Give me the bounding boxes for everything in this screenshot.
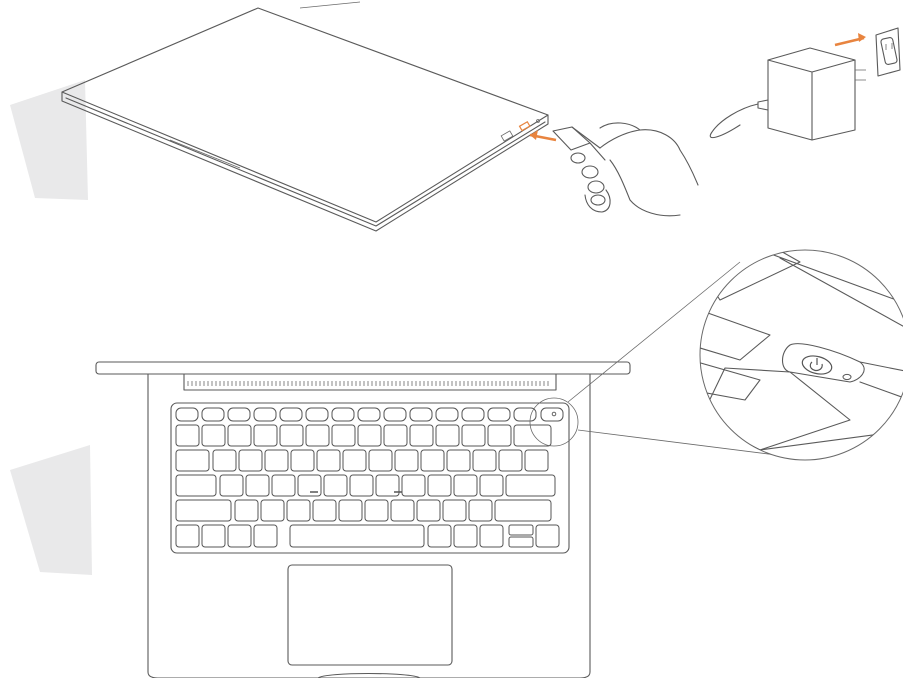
keyboard-key — [514, 408, 536, 421]
keyboard-key — [176, 475, 216, 496]
keyboard-key — [454, 525, 477, 547]
keyboard-key — [462, 408, 484, 421]
keyboard-key — [358, 425, 381, 446]
outlet-arrow-icon — [835, 33, 866, 45]
keyboard-key — [350, 475, 373, 496]
laptop-lid-edge — [96, 362, 630, 374]
keyboard-key — [410, 425, 433, 446]
keyboard-key — [332, 425, 355, 446]
keyboard-key — [443, 500, 466, 521]
keyboard-key — [488, 408, 510, 421]
vent-slots — [188, 381, 548, 386]
keyboard-key — [176, 500, 231, 521]
keyboard-key — [291, 450, 314, 471]
touchpad — [288, 565, 452, 665]
keyboard-key — [454, 475, 477, 496]
keyboard-key — [265, 450, 288, 471]
keyboard-key — [339, 500, 362, 521]
keyboard-key — [287, 500, 310, 521]
keyboard-key — [495, 500, 551, 521]
keyboard-key — [473, 450, 496, 471]
keyboard-key — [428, 525, 451, 547]
keyboard-key — [402, 475, 425, 496]
keyboard-key — [228, 525, 251, 547]
keyboard-key — [228, 408, 250, 421]
usb-c-plug-in-hand — [553, 123, 698, 216]
lid-notch — [318, 674, 420, 678]
keyboard-key — [176, 408, 198, 421]
keyboard-key — [313, 500, 336, 521]
power-button-zoom — [690, 245, 903, 470]
keyboard-key — [480, 525, 503, 547]
keyboard-key — [254, 408, 276, 421]
keyboard-key — [176, 450, 209, 471]
keyboard-key — [176, 525, 199, 547]
keyboard-key — [369, 450, 392, 471]
laptop-closed-side-view — [62, 2, 548, 231]
keyboard-key — [391, 500, 414, 521]
keyboard-key — [509, 537, 533, 547]
keyboard-key — [280, 425, 303, 446]
keyboard-key — [417, 500, 440, 521]
keyboard-key — [280, 408, 302, 421]
keyboard-key — [469, 500, 492, 521]
keyboard-key — [428, 475, 451, 496]
keyboard-key — [376, 475, 399, 496]
keyboard-key — [332, 408, 354, 421]
keyboard-key — [306, 425, 329, 446]
plug-arrow-icon — [530, 130, 556, 140]
laptop-open-top-view — [96, 362, 630, 678]
keyboard-key — [384, 425, 407, 446]
keyboard-key — [525, 450, 548, 471]
keyboard-key — [202, 525, 225, 547]
keyboard-key — [514, 425, 551, 446]
keyboard-key — [220, 475, 243, 496]
wall-outlet — [876, 28, 900, 76]
keyboard-key — [343, 450, 366, 471]
keyboard-key — [306, 408, 328, 421]
keyboard-key — [202, 425, 225, 446]
keyboard-key — [317, 450, 340, 471]
keyboard-key — [365, 500, 388, 521]
keyboard-keys — [176, 408, 559, 547]
keyboard-key — [509, 525, 533, 535]
keyboard-key — [410, 408, 432, 421]
keyboard-key — [384, 408, 406, 421]
keyboard-key — [421, 450, 444, 471]
keyboard-key — [358, 408, 380, 421]
keyboard-key — [246, 475, 269, 496]
keyboard-key — [324, 475, 347, 496]
keyboard-key — [290, 525, 424, 547]
keyboard-key — [254, 525, 277, 547]
keyboard-key — [298, 475, 321, 496]
keyboard-key — [395, 450, 418, 471]
power-adapter — [710, 48, 866, 140]
keyboard-key — [436, 425, 459, 446]
keyboard-key — [480, 475, 503, 496]
keyboard-key — [254, 425, 277, 446]
keyboard-key — [235, 500, 258, 521]
keyboard-key — [239, 450, 262, 471]
keyboard-key — [462, 425, 485, 446]
keyboard-key — [536, 525, 559, 547]
keyboard-key — [213, 450, 236, 471]
keyboard-key — [228, 425, 251, 446]
keyboard-key — [436, 408, 458, 421]
keyboard-key — [499, 450, 522, 471]
keyboard-key — [202, 408, 224, 421]
keyboard-key — [506, 475, 555, 496]
keyboard-key — [488, 425, 511, 446]
keyboard-key — [447, 450, 470, 471]
watermark-logo — [10, 80, 92, 575]
keyboard-key — [176, 425, 199, 446]
keyboard-key — [272, 475, 295, 496]
keyboard-key — [261, 500, 284, 521]
